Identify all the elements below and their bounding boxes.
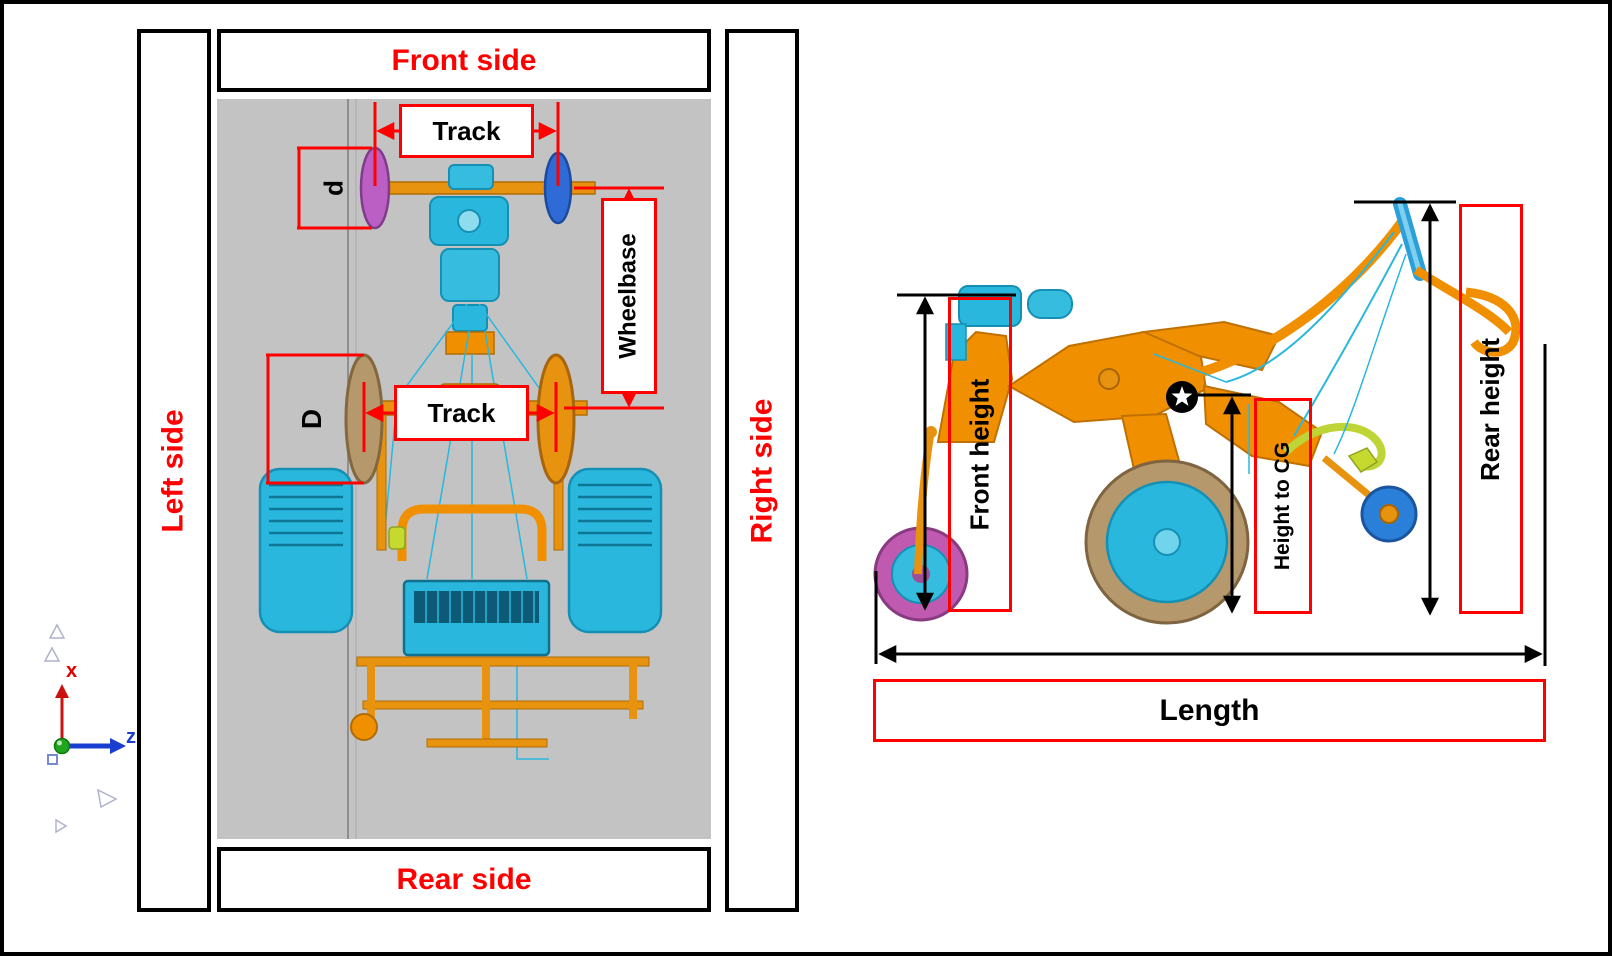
rear-track-label-box: Track <box>394 385 529 441</box>
length-label: Length <box>1159 693 1260 727</box>
front-height-label: Front height <box>964 378 995 531</box>
front-side-label-box: Front side <box>217 29 711 92</box>
left-platform <box>258 467 354 634</box>
right-side-label: Right side <box>745 397 779 544</box>
length-label-box: Length <box>873 679 1546 742</box>
implement-assembly <box>350 504 650 748</box>
front-height-dimension <box>897 293 1016 611</box>
wheelbase-label: Wheelbase <box>615 233 643 359</box>
rear-wheel-side <box>1084 459 1250 625</box>
right-platform <box>567 467 663 634</box>
front-height-label-box: Front height <box>948 297 1012 612</box>
rear-side-label: Rear side <box>396 862 532 896</box>
dimension-overlay <box>43 102 1547 834</box>
rear-track-label: Track <box>427 397 496 428</box>
rear-support-wheel <box>1321 455 1418 543</box>
front-mount-structure <box>936 285 1073 443</box>
front-track-label-box: Track <box>399 104 534 158</box>
front-side-label: Front side <box>391 43 537 77</box>
wheelbase-label-box: Wheelbase <box>601 198 657 394</box>
y-axis-square-icon <box>47 754 58 765</box>
z-axis-label: z <box>126 726 136 748</box>
big-wheel-diameter-dimension <box>266 353 364 485</box>
rear-side-label-box: Rear side <box>217 847 711 912</box>
cable-lines-side <box>1153 231 1407 474</box>
left-side-label-box: Left side <box>137 29 211 912</box>
height-to-cg-dimension <box>1174 393 1251 614</box>
height-to-cg-label-box: Height to CG <box>1254 398 1312 614</box>
rear-track-dimension <box>362 382 558 452</box>
rear-height-label: Rear height <box>1475 337 1506 481</box>
front-track-label: Track <box>432 115 501 146</box>
x-axis-label: x <box>66 660 78 682</box>
height-to-cg-label: Height to CG <box>1271 441 1295 571</box>
cg-star-icon <box>1166 381 1198 413</box>
small-wheel-diameter-label: d <box>318 180 349 196</box>
big-wheel-diameter-label: D <box>296 408 327 430</box>
rear-height-dimension <box>1354 200 1456 616</box>
front-track-dimension <box>373 102 560 186</box>
small-wheel-diameter-dimension <box>297 146 372 230</box>
left-side-label: Left side <box>157 408 191 533</box>
engine-assembly <box>429 196 509 355</box>
origin-sphere-icon <box>53 737 71 755</box>
right-side-label-box: Right side <box>725 29 799 912</box>
rear-height-label-box: Rear height <box>1459 204 1523 614</box>
side-view-machine-drawing <box>873 197 1521 625</box>
length-dimension <box>874 344 1547 666</box>
